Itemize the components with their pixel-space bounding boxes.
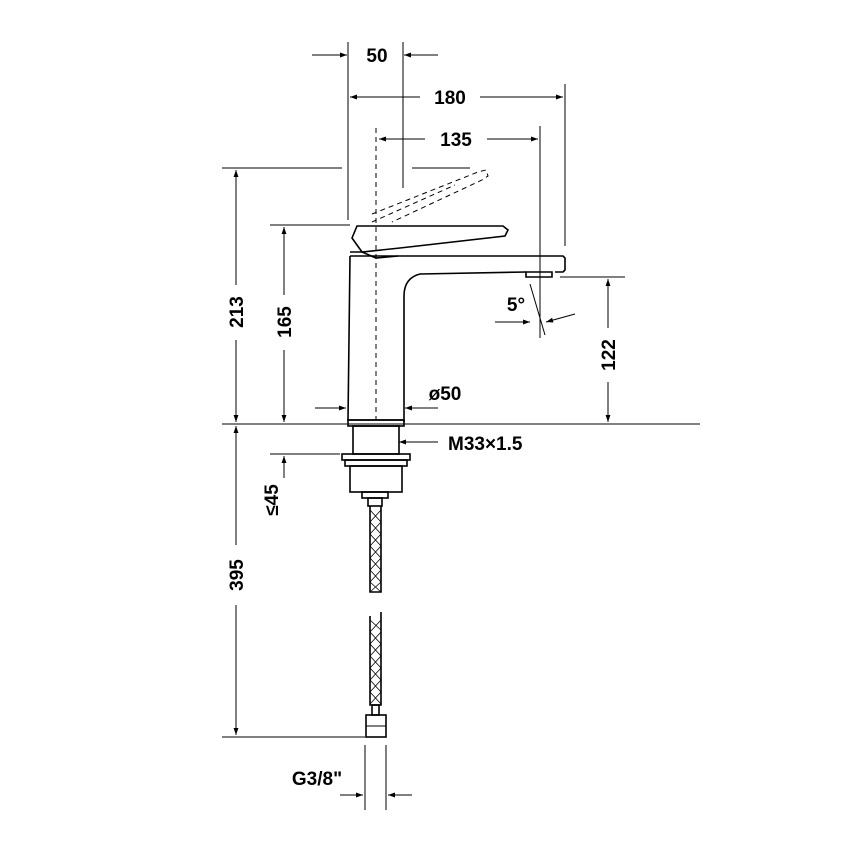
faucet-body bbox=[341, 128, 566, 507]
dim-height-213: 213 bbox=[227, 296, 248, 328]
dim-angle-5: 5° bbox=[507, 295, 525, 316]
extension-lines bbox=[222, 42, 700, 810]
dim-diameter-50: ø50 bbox=[429, 384, 462, 405]
dim-height-165: 165 bbox=[275, 306, 296, 338]
dim-width-180: 180 bbox=[434, 88, 466, 109]
dim-thread-m33: M33×1.5 bbox=[448, 434, 523, 455]
braided-hose bbox=[365, 506, 387, 738]
dim-width-50: 50 bbox=[366, 46, 387, 67]
dim-connection-g38: G3/8" bbox=[292, 769, 342, 790]
dim-max-45: ≤45 bbox=[262, 484, 283, 516]
dim-height-122: 122 bbox=[599, 339, 620, 371]
dim-hose-395: 395 bbox=[227, 559, 248, 591]
dimension-lines bbox=[233, 52, 611, 798]
dim-width-135: 135 bbox=[440, 130, 472, 151]
